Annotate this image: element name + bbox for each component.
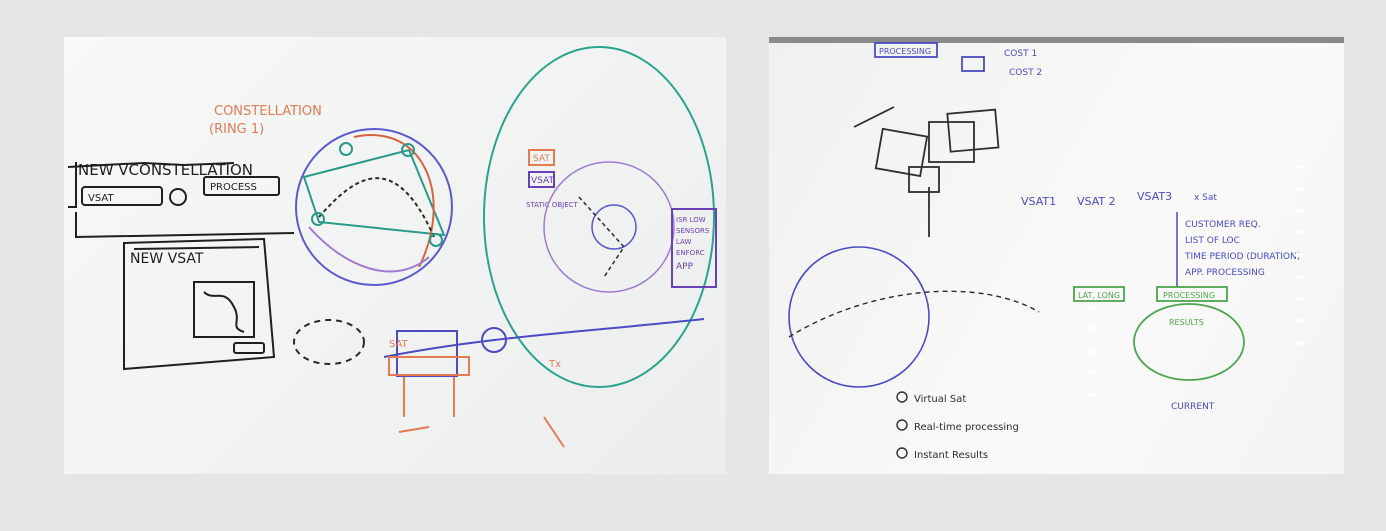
list-item-3: Instant Results [914,450,988,461]
legend-sat: SAT [533,154,550,164]
legend-vsat: VSAT [531,176,554,186]
xsat-label: x Sat [1194,193,1217,203]
lat-long-box: LAT, LONG [1078,291,1120,300]
cost1: COST 1 [1004,49,1037,59]
box-line3: LAW [676,238,691,246]
app-processing: APP. PROCESSING [1185,268,1265,278]
box-line5: APP [676,262,694,272]
box-line1: ISR LOW [676,216,706,224]
right-sketch: PROCESSING COST 1 COST 2 VSAT1 VSAT 2 VS… [769,37,1344,461]
legend-static: STATIC OBJECT [526,201,579,209]
box-line4: ENFORC [676,249,705,257]
new-vsat-label: NEW VSAT [130,251,204,267]
list-item-2: Real-time processing [914,422,1019,433]
processing-box: PROCESSING [1163,291,1215,300]
left-sketch: NEW VCONSTELLATION VSAT PROCESS NEW VSAT… [67,46,717,448]
sat-label: SAT [389,339,409,350]
process-dropdown-label: PROCESS [210,182,257,193]
results-label: RESULTS [1169,318,1204,327]
new-vconstellation-label: NEW VCONSTELLATION [78,161,253,179]
customer-req: CUSTOMER REQ. [1185,220,1261,230]
list-item-1: Virtual Sat [914,394,966,405]
processing-top: PROCESSING [879,47,931,56]
tx-label: Tx [548,359,561,370]
cost2: COST 2 [1009,68,1042,78]
vsat1-header: VSAT1 [1021,195,1056,208]
vsat3-header: VSAT3 [1137,190,1172,203]
vsat-dropdown-label: VSAT [88,193,114,204]
box-line2: SENSORS [676,227,710,235]
time-period: TIME PERIOD (DURATION) [1184,252,1300,262]
vsat2-header: VSAT 2 [1077,195,1116,208]
whiteboard-photo-right: PROCESSING COST 1 COST 2 VSAT1 VSAT 2 VS… [769,37,1344,474]
current-label: CURRENT [1171,402,1215,412]
ring-note: (RING 1) [209,122,264,137]
constellation-note: CONSTELLATION [214,104,322,119]
list-loc: LIST OF LOC [1185,236,1240,246]
whiteboard-photo-left: NEW VCONSTELLATION VSAT PROCESS NEW VSAT… [64,37,726,474]
